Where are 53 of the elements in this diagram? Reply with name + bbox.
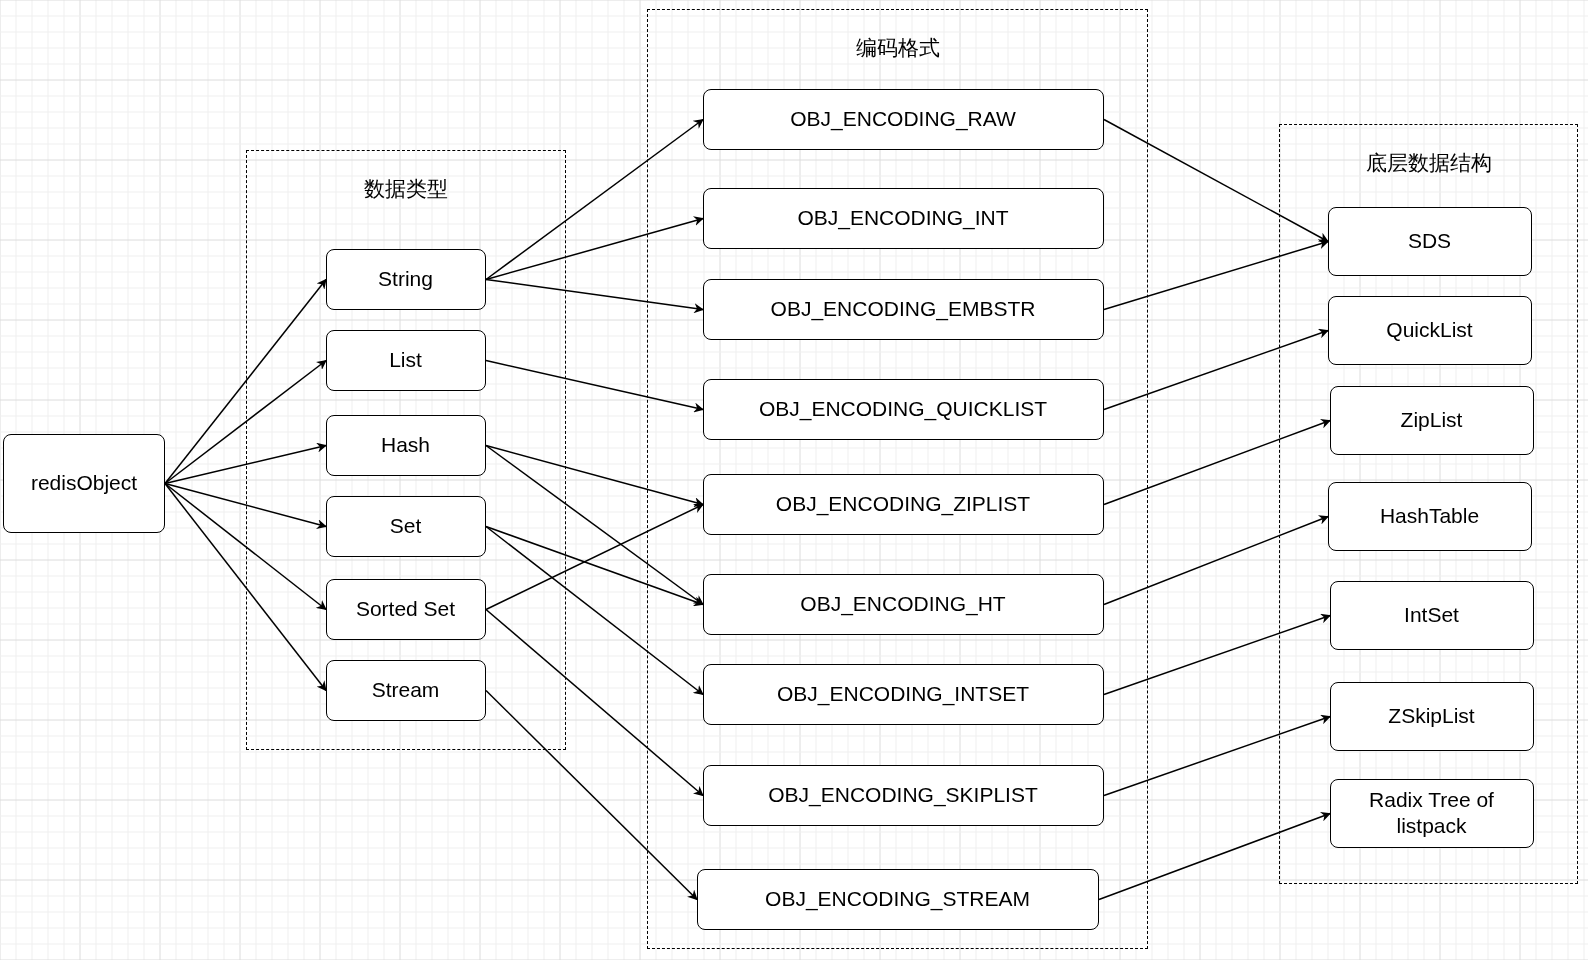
process-box: QuickList [1327,295,1532,365]
process-box: Hash [325,414,486,476]
group-frame [647,9,1148,949]
arrow [485,118,704,281]
arrow [485,525,704,607]
process-box: List [325,329,486,391]
process-box: Sorted Set [325,578,486,640]
arrow [485,444,704,507]
process-box: HashTable [1327,481,1532,551]
process-box: OBJ_ENCODING_STREAM [696,868,1099,930]
arrow [485,503,704,611]
process-box: IntSet [1329,580,1534,650]
process-box: Radix Tree of listpack [1329,778,1534,848]
arrow [485,216,704,281]
arrow [1103,515,1329,606]
group-frame [246,150,566,750]
arrow [1098,811,1331,901]
arrow [1103,418,1331,506]
process-box: Set [325,495,486,557]
arrow [485,278,704,314]
process-box: OBJ_ENCODING_INTSET [702,663,1104,725]
process-box: OBJ_ENCODING_QUICKLIST [702,378,1104,440]
arrow [164,482,327,529]
arrow [1103,328,1329,411]
process-box: Stream [325,659,486,721]
process-box: ZSkipList [1329,681,1534,751]
group-frame [1279,124,1578,884]
process-box: OBJ_ENCODING_INT [702,187,1104,249]
group-title: 底层数据结构 [1365,150,1492,176]
process-box: OBJ_ENCODING_RAW [702,88,1104,150]
arrow [164,442,327,485]
arrow [485,689,698,901]
arrow [164,482,327,611]
arrow [485,359,704,413]
group-title: 数据类型 [364,176,448,202]
arrow [485,608,704,797]
arrow [485,525,704,696]
process-box: OBJ_ENCODING_SKIPLIST [702,764,1104,826]
process-box: ZipList [1329,385,1534,455]
process-box: OBJ_ENCODING_EMBSTR [702,278,1104,340]
arrow [485,444,704,606]
process-box: redisObject [3,434,165,533]
arrow [1103,714,1331,797]
arrow [1103,239,1329,311]
process-box: OBJ_ENCODING_HT [702,573,1104,635]
arrow [164,482,327,692]
process-box: OBJ_ENCODING_ZIPLIST [702,473,1104,535]
group-title: 编码格式 [855,35,940,61]
arrow [1103,613,1331,696]
process-box: SDS [1327,206,1532,276]
process-box: String [325,248,486,310]
arrow [164,359,327,485]
arrow [1103,118,1329,243]
